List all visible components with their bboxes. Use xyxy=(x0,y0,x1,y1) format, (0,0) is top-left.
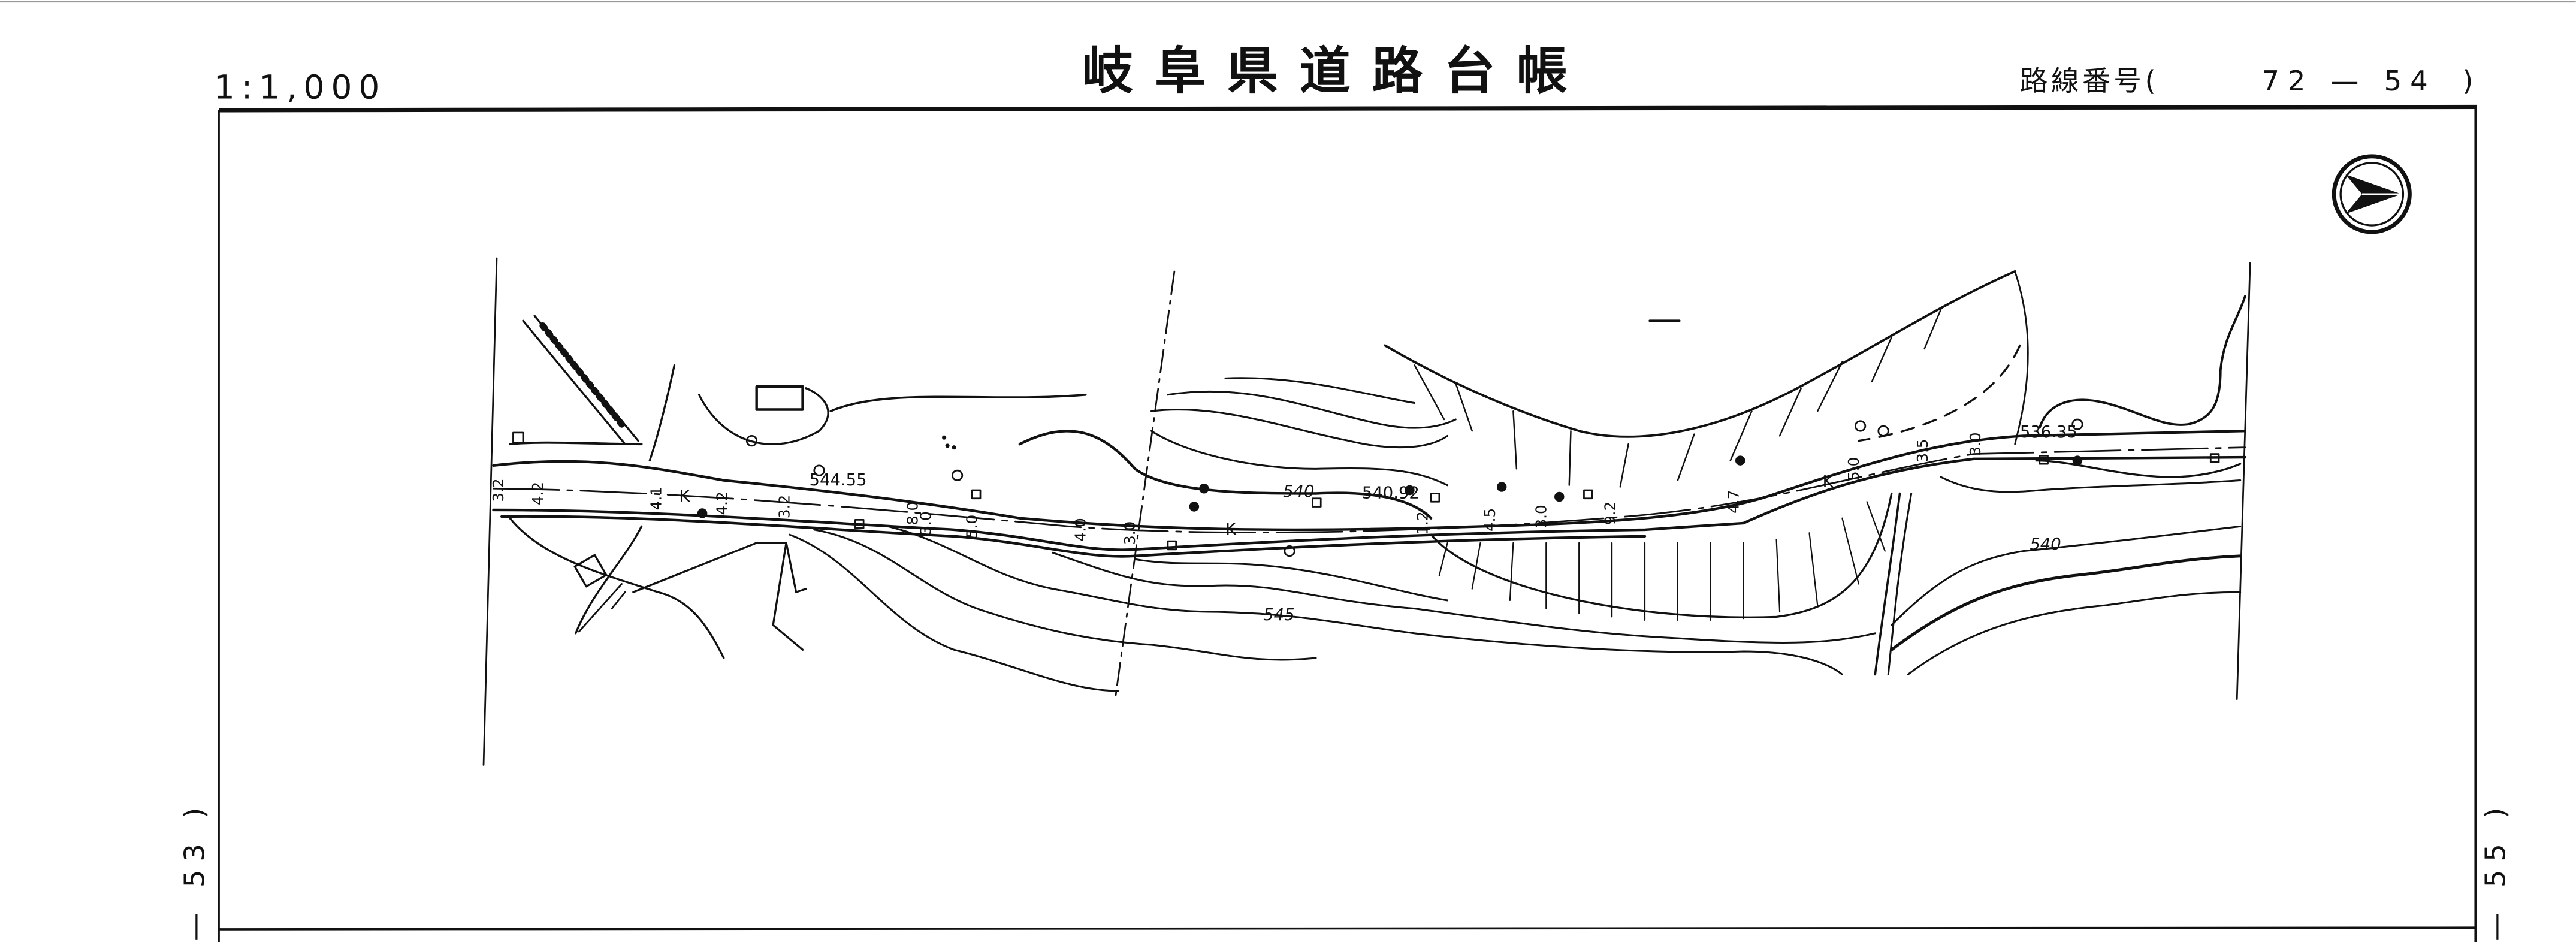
elevation-label: 544.55 xyxy=(810,471,867,490)
road-width-label: 4.7 xyxy=(1725,490,1742,514)
route-number-label: 路線番号( xyxy=(2020,65,2159,98)
adjacent-sheet-right: — 55 ) xyxy=(2480,799,2512,941)
road-width-label: 4.5 xyxy=(1481,508,1499,532)
road-width-label: 5.0 xyxy=(964,515,981,538)
road-width-label: 9.2 xyxy=(1602,502,1619,525)
road-width-label: 3.2 xyxy=(490,478,507,502)
utility-boxes xyxy=(512,431,2220,551)
road-width-label: 4.1 xyxy=(647,487,665,510)
road-width-label: 1.2 xyxy=(1414,511,1432,535)
route-number-value: 72 — 54 xyxy=(2261,65,2436,98)
road-width-label: 4.2 xyxy=(529,482,546,505)
road-width-label: 3.0 xyxy=(1121,521,1138,545)
elevation-label: 536.35 xyxy=(2020,423,2077,442)
road xyxy=(492,429,2247,558)
road-width-label: 3.5 xyxy=(1914,439,1931,462)
road-width-label: 4.0 xyxy=(1072,518,1089,541)
contour-lines xyxy=(789,377,2242,692)
road-width-label: 3.0 xyxy=(917,511,935,535)
route-number-close: ) xyxy=(2462,65,2473,98)
topographic-map xyxy=(482,257,2251,766)
adjacent-sheet-left: — 53 ) xyxy=(179,799,211,941)
road-mark: K xyxy=(1225,520,1237,539)
elevation-label: 540.92 xyxy=(1362,484,1420,503)
road-width-label: 8.0 xyxy=(904,502,922,525)
north-arrow-icon xyxy=(2332,154,2412,234)
map-labels: 544.55 540.92 536.35 540 545 540 K K K 3… xyxy=(490,423,2077,624)
contour-label: 545 xyxy=(1263,606,1294,624)
map-frame xyxy=(218,104,2477,942)
map-scale: 1:1,000 xyxy=(214,68,386,107)
road-mark: K xyxy=(1822,473,1834,491)
sheet-title: 岐阜県道路台帳 xyxy=(1082,42,1589,101)
road-width-label: 3.2 xyxy=(776,495,793,518)
road-mark: K xyxy=(680,487,691,506)
road-width-label: 4.2 xyxy=(713,491,730,515)
contour-label: 540 xyxy=(2030,535,2061,554)
road-width-label: 5.0 xyxy=(1845,457,1862,481)
road-width-label: 3.0 xyxy=(1532,505,1550,528)
point-symbols xyxy=(697,435,2083,518)
contour-label: 540 xyxy=(1283,482,1314,501)
road-width-label: 3.0 xyxy=(1967,433,1984,456)
slope-hachures xyxy=(1414,308,1942,488)
